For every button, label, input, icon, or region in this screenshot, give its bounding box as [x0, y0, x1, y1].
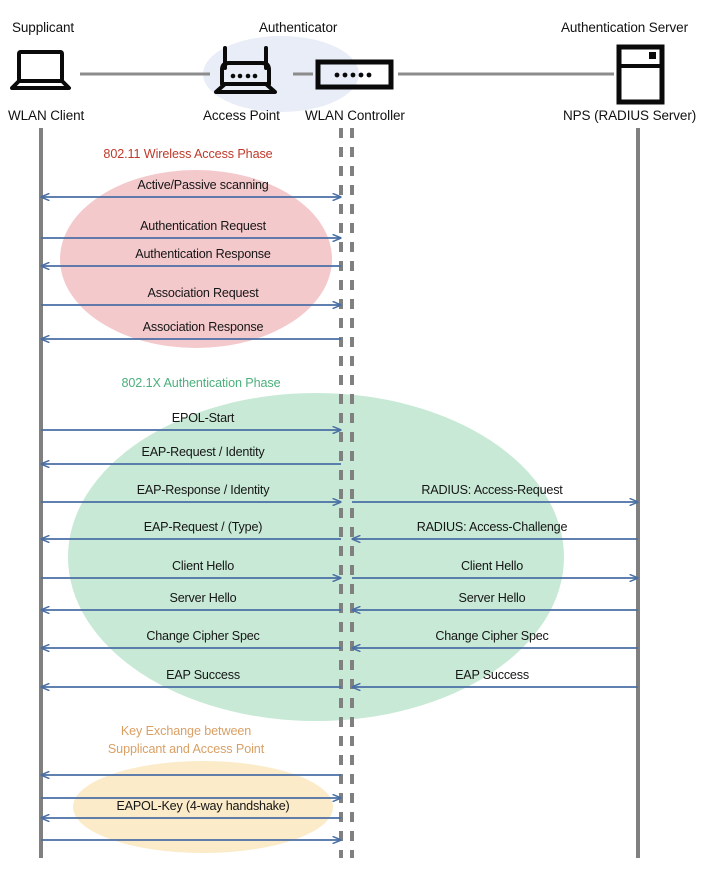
actor-role-authenticator: Authenticator — [259, 20, 338, 35]
message-left-label-4: Association Response — [142, 320, 264, 334]
message-left-label-9: Client Hello — [172, 559, 234, 573]
keyexchange-phase-ellipse — [73, 761, 333, 853]
message-right-label-5: EAP Success — [455, 668, 529, 682]
phase-label-wireless-access: 802.11 Wireless Access Phase — [103, 147, 273, 161]
message-arrows — [41, 197, 638, 840]
message-left-label-5: EPOL-Start — [171, 411, 235, 425]
message-left-label-7: EAP-Response / Identity — [136, 483, 270, 497]
message-left-label-11: Change Cipher Spec — [146, 629, 260, 643]
dot1x-phase-ellipse — [68, 393, 564, 721]
wlan-controller-icon — [315, 59, 394, 90]
message-right-label-0: RADIUS: Access-Request — [421, 483, 563, 497]
actor-role-supplicant: Supplicant — [12, 20, 75, 35]
laptop-icon — [10, 50, 71, 90]
actor-name-nps-radius-server: NPS (RADIUS Server) — [563, 108, 697, 123]
phase-label-dot1x-auth: 802.1X Authentication Phase — [121, 376, 281, 390]
message-left-label-12: EAP Success — [166, 668, 240, 682]
phase-label-key-exchange-line2: Supplicant and Access Point — [107, 742, 265, 757]
message-left-label-0: Active/Passive scanning — [137, 178, 269, 192]
message-left-label-6: EAP-Request / Identity — [141, 445, 265, 459]
message-left-label-10: Server Hello — [169, 591, 237, 605]
actor-name-wlan-controller: WLAN Controller — [305, 108, 405, 123]
phase-label-key-exchange-line1: Key Exchange between — [120, 724, 252, 738]
message-left-label-2: Authentication Response — [135, 247, 271, 261]
wireless-phase-ellipse — [60, 170, 332, 348]
message-right-label-4: Change Cipher Spec — [435, 629, 549, 643]
message-keyexchange-label-2: EAPOL-Key (4-way handshake) — [116, 799, 290, 813]
message-right-label-2: Client Hello — [461, 559, 523, 573]
actor-name-wlan-client: WLAN Client — [8, 108, 85, 123]
message-left-label-3: Association Request — [147, 286, 259, 300]
server-icon — [616, 44, 665, 105]
message-left-label-1: Authentication Request — [140, 219, 266, 233]
message-right-label-3: Server Hello — [458, 591, 526, 605]
actor-name-access-point: Access Point — [203, 108, 280, 123]
phase-label-key-exchange: Key Exchange between Supplicant and Acce… — [108, 722, 264, 759]
access-point-icon — [214, 46, 277, 94]
actor-role-authentication-server: Authentication Server — [561, 20, 688, 35]
message-left-label-8: EAP-Request / (Type) — [143, 520, 263, 534]
message-right-label-1: RADIUS: Access-Challenge — [416, 520, 568, 534]
